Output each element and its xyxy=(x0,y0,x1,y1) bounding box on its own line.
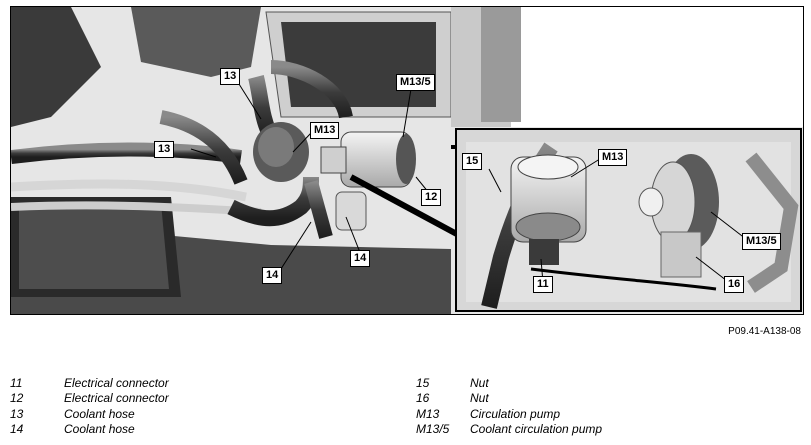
callout-m13-5-main: M13/5 xyxy=(396,74,435,91)
callout-14-left: 14 xyxy=(262,267,283,284)
legend-code: 15 xyxy=(416,376,430,390)
legend-text: Nut xyxy=(470,391,489,405)
legend-text: Coolant circulation pump xyxy=(470,422,603,436)
engine-bay-illustration: 13 M13/5 M13 13 12 14 14 15 M13 M13/5 11… xyxy=(10,6,804,315)
callout-14-right: 14 xyxy=(350,250,371,267)
legend-text: Circulation pump xyxy=(470,407,561,421)
figure-reference: P09.41-A138-08 xyxy=(728,326,801,337)
legend-text: Coolant hose xyxy=(64,407,135,421)
callout-13-top: 13 xyxy=(220,68,241,85)
legend-text: Electrical connector xyxy=(64,391,169,405)
callout-11: 11 xyxy=(533,276,553,293)
callout-13-left: 13 xyxy=(154,141,175,158)
component-drawing xyxy=(11,7,803,314)
legend-code: M13/5 xyxy=(416,422,450,436)
legend-code: 11 xyxy=(10,376,23,390)
callout-m13-inset: M13 xyxy=(598,149,628,166)
legend-code: 12 xyxy=(10,391,24,405)
callout-m13-main: M13 xyxy=(310,122,340,139)
legend-code: M13 xyxy=(416,407,440,421)
legend-text: Electrical connector xyxy=(64,376,169,390)
callout-16: 16 xyxy=(724,276,745,293)
callout-m13-5-inset: M13/5 xyxy=(742,233,781,250)
legend-text: Nut xyxy=(470,376,489,390)
legend-code: 16 xyxy=(416,391,430,405)
callout-12: 12 xyxy=(421,189,442,206)
legend-text: Coolant hose xyxy=(64,422,135,436)
legend-code: 13 xyxy=(10,407,24,421)
legend-code: 14 xyxy=(10,422,24,436)
callout-15: 15 xyxy=(462,153,483,170)
